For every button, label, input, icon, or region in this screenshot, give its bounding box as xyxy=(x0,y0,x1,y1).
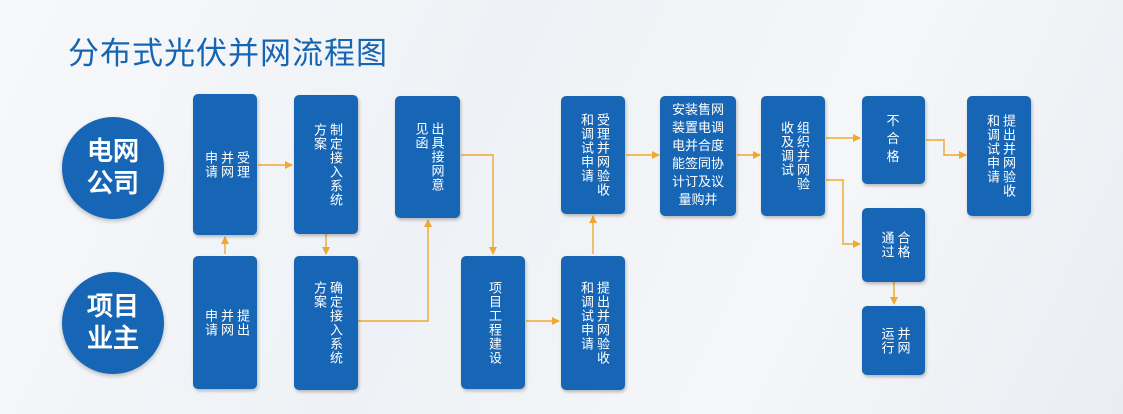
step-submit-application: 提出 并网 申请 xyxy=(193,256,257,389)
step-confirm-plan-label: 确定接入系统 方案 xyxy=(311,281,342,365)
grid-company-label: 电网 公司 xyxy=(86,137,139,199)
step-submit-application-label: 提出 并网 申请 xyxy=(202,308,249,337)
step-install-meter-label: 安装售网 装置电调 电并合度 能签同协 计订及议 量购并 xyxy=(671,103,724,208)
step-submit-acceptance: 提出并网验收 和调试申请 xyxy=(561,256,625,390)
step-project-construction: 项目工程建设 xyxy=(461,256,525,389)
step-pass: 合格 通过 xyxy=(862,208,925,282)
step-project-construction-label: 项目工程建设 xyxy=(486,280,501,365)
step-operate: 并网 运行 xyxy=(862,306,925,375)
arrow-fail-to-resubmit xyxy=(926,139,967,159)
step-accept-application-label: 受理 并网 申请 xyxy=(202,150,249,179)
arrow-confirm-to-opinion xyxy=(358,219,432,322)
step-issue-opinion: 出具接网意 见函 xyxy=(395,96,460,218)
step-resubmit-acceptance: 提出并网验收 和调试申请 xyxy=(967,96,1031,216)
diagram-title: 分布式光伏并网流程图 xyxy=(68,36,388,72)
arrow-test-to-pass xyxy=(826,179,861,248)
grid-company-circle: 电网 公司 xyxy=(62,117,164,219)
step-issue-opinion-label: 出具接网意 见函 xyxy=(412,122,444,192)
step-accept-acceptance: 受理并网验收 和调试申请 xyxy=(561,96,625,214)
step-resubmit-acceptance-label: 提出并网验收 和调试申请 xyxy=(984,114,1015,198)
step-fail: 不 合 格 xyxy=(862,96,925,184)
step-confirm-plan: 确定接入系统 方案 xyxy=(294,256,358,390)
project-owner-circle: 项目 业主 xyxy=(62,272,164,374)
arrow-opinion-to-construction xyxy=(461,154,497,255)
step-install-meter: 安装售网 装置电调 电并合度 能签同协 计订及议 量购并 xyxy=(660,96,736,216)
step-acceptance-test: 组织并网验 收及调试 xyxy=(761,96,825,216)
step-submit-acceptance-label: 提出并网验收 和调试申请 xyxy=(578,281,609,365)
step-operate-label: 并网 运行 xyxy=(878,326,910,355)
step-accept-acceptance-label: 受理并网验收 和调试申请 xyxy=(578,113,609,197)
step-acceptance-test-label: 组织并网验 收及调试 xyxy=(778,121,809,191)
step-formulate-plan: 制定接入系统 方案 xyxy=(294,95,358,234)
project-owner-label: 项目 业主 xyxy=(86,292,139,354)
step-pass-label: 合格 通过 xyxy=(878,231,910,259)
step-fail-label: 不 合 格 xyxy=(886,114,901,165)
step-formulate-plan-label: 制定接入系统 方案 xyxy=(311,122,342,207)
step-accept-application: 受理 并网 申请 xyxy=(193,94,257,235)
